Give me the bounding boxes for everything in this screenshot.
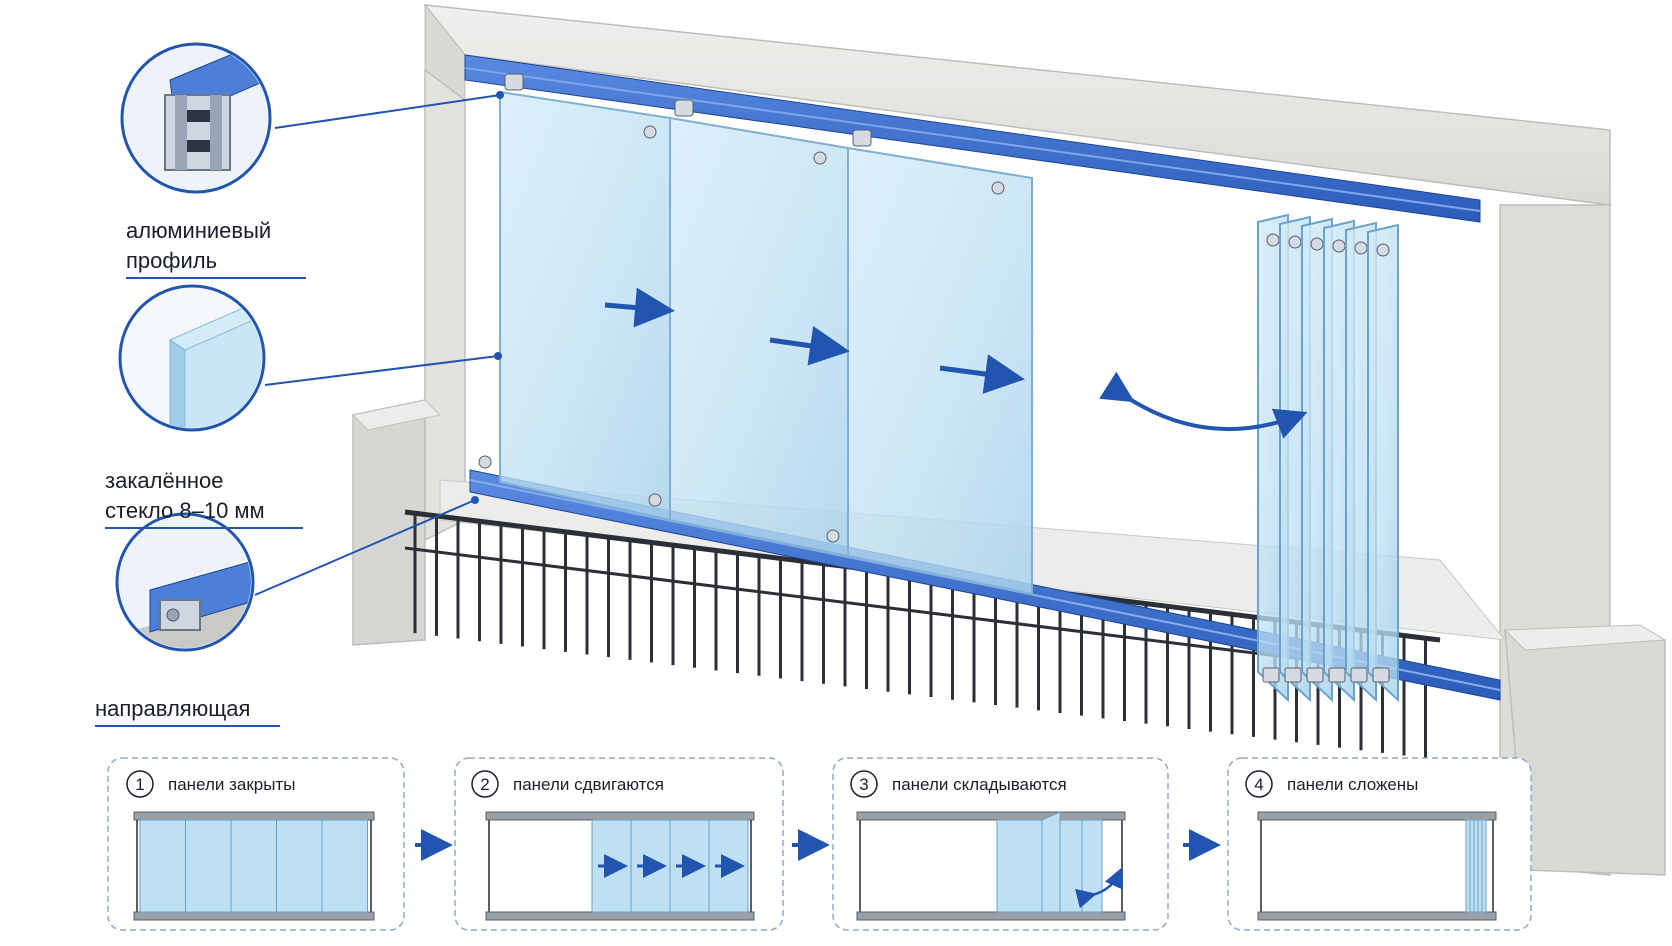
mini-bottom-rail: [133, 911, 375, 921]
step-4-number: 4: [1254, 775, 1263, 794]
label-rail: направляющая: [95, 696, 280, 727]
pivot-pin-icon: [1332, 239, 1346, 253]
mini-folding-panel: [1041, 811, 1061, 913]
label-glass: закалённое стекло 8–10 мм: [105, 468, 303, 529]
step-1-label: панели закрыты: [168, 775, 295, 794]
mini-top-rail: [1257, 811, 1497, 821]
bottom-roller-icon: [1262, 667, 1280, 683]
callout-profile: [120, 42, 504, 194]
mini-top-rail: [856, 811, 1126, 821]
label-rail-line1: направляющая: [95, 696, 250, 721]
bottom-roller-icon: [1306, 667, 1324, 683]
step-3-label: панели складываются: [892, 775, 1067, 794]
mini-glass-panel: [996, 819, 1043, 913]
mini-glass-panel: [185, 819, 232, 913]
mini-glass-panel: [1477, 819, 1483, 913]
step-1-number: 1: [135, 775, 144, 794]
mini-glass-panel: [230, 819, 277, 913]
mini-top-rail: [133, 811, 375, 821]
step-1-mini-diagram: [133, 811, 375, 921]
mini-bottom-rail: [485, 911, 755, 921]
mini-glass-panel: [1469, 819, 1475, 913]
pivot-pin-icon: [643, 125, 657, 139]
mini-glass-panel: [321, 819, 368, 913]
bottom-roller-icon: [1350, 667, 1368, 683]
mini-bottom-rail: [1257, 911, 1497, 921]
bottom-roller-icon: [1284, 667, 1302, 683]
pivot-pin-icon: [648, 493, 662, 507]
label-glass-line1: закалённое: [105, 468, 224, 493]
slide-arrow-icon: [604, 287, 675, 328]
pivot-pin-icon: [991, 181, 1005, 195]
mini-glass-panel: [1081, 819, 1103, 913]
step-1-card: 1 панели закрыты: [107, 757, 405, 931]
pivot-pin-icon: [1288, 235, 1302, 249]
step-sequence: 1 панели закрыты 2 панели сдвигаются 3 п…: [107, 757, 1532, 931]
pivot-pin-icon: [813, 151, 827, 165]
step-3-card: 3 панели складываются: [832, 757, 1169, 931]
pivot-pin-icon: [1266, 233, 1280, 247]
step-4-label: панели сложены: [1287, 775, 1418, 794]
glass-panel: [669, 116, 849, 558]
roller-carriage-icon: [504, 73, 524, 91]
pivot-pin-icon: [826, 529, 840, 543]
step-3-mini-diagram: [856, 811, 1126, 921]
label-glass-line2: стекло 8–10 мм: [105, 498, 265, 523]
pivot-pin-icon: [1354, 241, 1368, 255]
label-profile: алюминиевый профиль: [126, 218, 306, 279]
motion-arrows: [604, 287, 1308, 439]
mini-glass-panel: [1059, 819, 1083, 913]
pivot-pin-icon: [478, 455, 492, 469]
folded-panel-stack: [1257, 213, 1399, 703]
mini-glass-panel: [1473, 819, 1479, 913]
label-profile-line1: алюминиевый: [126, 218, 271, 243]
bottom-roller-icon: [1328, 667, 1346, 683]
glass-panel: [847, 146, 1033, 596]
pivot-pin-icon: [1376, 243, 1390, 257]
mini-fold-arrow-icon: [1075, 867, 1124, 909]
step-2-mini-diagram: [485, 811, 755, 921]
mini-top-rail: [485, 811, 755, 821]
pivot-pin-icon: [1310, 237, 1324, 251]
label-profile-line2: профиль: [126, 248, 217, 273]
mini-glass-panel: [1481, 819, 1487, 913]
roller-carriage-icon: [674, 99, 694, 117]
step-2-label: панели сдвигаются: [513, 775, 664, 794]
step-4-mini-diagram: [1257, 811, 1497, 921]
mini-glass-panel: [139, 819, 186, 913]
mini-bottom-rail: [856, 911, 1126, 921]
step-4-card: 4 панели сложены: [1227, 757, 1532, 931]
mini-glass-panel: [1465, 819, 1471, 913]
step-2-card: 2 панели сдвигаются: [454, 757, 784, 931]
roller-carriage-icon: [852, 129, 872, 147]
concrete-frame: [351, 3, 1667, 876]
callout-rail: [115, 496, 479, 652]
mini-glass-panel: [276, 819, 323, 913]
step-2-number: 2: [480, 775, 489, 794]
glass-panels: [478, 73, 1033, 596]
fold-arrow-icon: [1099, 371, 1308, 439]
step-3-number: 3: [859, 775, 868, 794]
slide-arrow-icon: [939, 354, 1025, 394]
slide-arrow-icon: [769, 325, 850, 366]
callout-glass: [118, 284, 502, 432]
bottom-roller-icon: [1372, 667, 1390, 683]
top-profile-rail: [464, 54, 1481, 223]
folded-glass-panel: [1367, 223, 1399, 703]
